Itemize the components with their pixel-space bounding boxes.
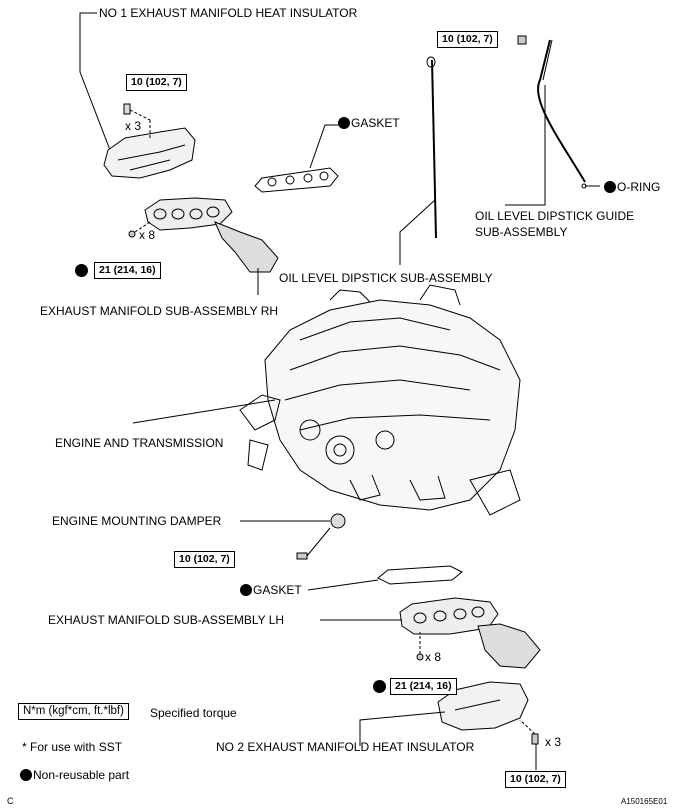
nonreusable-dot-icon — [373, 680, 386, 693]
label-guide-2: SUB-ASSEMBLY — [475, 225, 568, 239]
label-o-ring: O-RING — [604, 181, 660, 194]
torque-box-2: 10 (102, 7) — [437, 31, 498, 48]
qty-4: x 3 — [545, 735, 562, 749]
torque-box-4: 10 (102, 7) — [174, 551, 235, 568]
torque-box-3: 21 (214, 16) — [94, 262, 161, 279]
torque-box-5: 21 (214, 16) — [390, 678, 457, 695]
nonreusable-dot-icon — [20, 769, 32, 781]
qty-3: x 8 — [425, 650, 442, 664]
bolt-damper — [296, 552, 308, 560]
nonreusable-dot-icon — [240, 584, 252, 596]
exhaust-manifold-lh — [399, 597, 499, 635]
no1-heat-insulator — [103, 127, 196, 179]
leader-dipstick — [399, 199, 436, 265]
figure-id: A150165E01 — [621, 797, 668, 806]
label-no2-insulator: NO 2 EXHAUST MANIFOLD HEAT INSULATOR — [216, 740, 475, 754]
label-manifold-lh: EXHAUST MANIFOLD SUB-ASSEMBLY LH — [48, 613, 285, 627]
bolt-no1 — [123, 103, 131, 115]
label-guide-1: OIL LEVEL DIPSTICK GUIDE — [475, 209, 635, 223]
gasket-top — [254, 167, 339, 193]
label-no1-insulator: NO 1 EXHAUST MANIFOLD HEAT INSULATOR — [99, 6, 358, 20]
nonreusable-dot-icon — [338, 117, 350, 129]
oil-dipstick-guide — [537, 39, 586, 183]
legend-nonreusable: Non-reusable part — [20, 769, 129, 782]
nonreusable-dot-icon — [604, 181, 616, 193]
torque-box-6: 10 (102, 7) — [505, 771, 566, 788]
engine-transmission-art — [239, 284, 521, 516]
bolt-no2 — [531, 733, 539, 745]
label-dipstick: OIL LEVEL DIPSTICK SUB-ASSEMBLY — [279, 271, 493, 285]
catalytic-converter-lh — [477, 623, 541, 669]
label-mount-damper: ENGINE MOUNTING DAMPER — [52, 514, 222, 528]
engine-mounting-damper — [330, 513, 346, 529]
exhaust-manifold-rh — [144, 197, 233, 231]
oil-dipstick — [431, 59, 437, 239]
no2-heat-insulator — [437, 681, 529, 731]
leader-no1-insulator — [79, 12, 111, 151]
gasket-bottom — [377, 565, 463, 585]
qty-1: x 3 — [125, 119, 142, 133]
torque-box-1: 10 (102, 7) — [126, 74, 187, 91]
catalytic-converter-rh — [214, 221, 279, 273]
label-gasket-top: GASKET — [338, 117, 400, 130]
qty-2: x 8 — [139, 228, 156, 242]
leader-engine-trans — [132, 399, 276, 424]
legend-sst-note: * For use with SST — [22, 740, 123, 754]
corner-letter: C — [7, 796, 14, 806]
legend-unit-desc: Specified torque — [150, 706, 237, 720]
nonreusable-dot-icon — [75, 264, 88, 277]
label-engine-trans: ENGINE AND TRANSMISSION — [55, 436, 224, 450]
legend-unit-box: N*m (kgf*cm, ft.*lbf) — [18, 703, 129, 720]
label-gasket-bottom: GASKET — [240, 584, 302, 597]
label-manifold-rh: EXHAUST MANIFOLD SUB-ASSEMBLY RH — [40, 304, 279, 318]
